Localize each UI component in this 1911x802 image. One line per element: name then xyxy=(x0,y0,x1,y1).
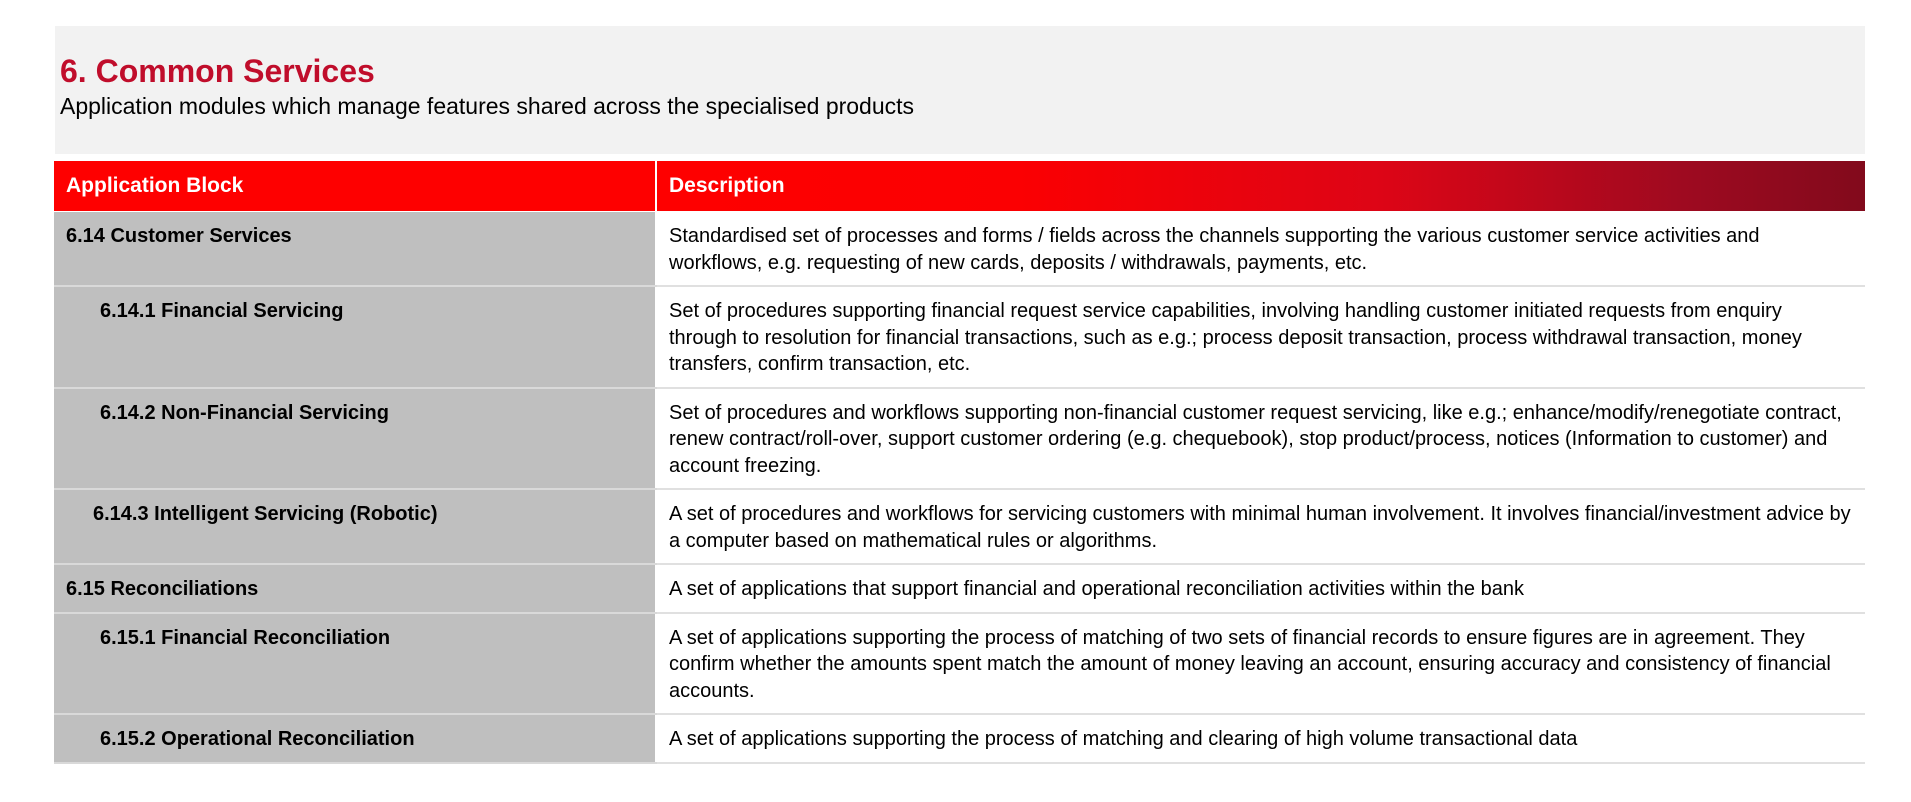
application-block-cell: 6.14.3 Intelligent Servicing (Robotic) xyxy=(54,489,657,565)
description-cell: Set of procedures supporting financial r… xyxy=(656,286,1865,389)
table-row: 6.15.2 Operational Reconciliation A set … xyxy=(54,714,1865,764)
table-row: 6.15 Reconciliations A set of applicatio… xyxy=(54,564,1865,614)
table-row: 6.14.1 Financial Servicing Set of proced… xyxy=(54,286,1865,389)
column-header-description: Description xyxy=(656,161,1865,212)
application-block-cell: 6.15.2 Operational Reconciliation xyxy=(54,714,657,764)
description-cell: Standardised set of processes and forms … xyxy=(656,211,1865,287)
section-header-band xyxy=(55,26,1865,154)
description-cell: A set of applications that support finan… xyxy=(656,564,1865,614)
description-cell: A set of applications supporting the pro… xyxy=(656,714,1865,764)
column-header-application-block: Application Block xyxy=(54,161,657,212)
application-block-cell: 6.15.1 Financial Reconciliation xyxy=(54,612,657,715)
description-cell: A set of applications supporting the pro… xyxy=(656,612,1865,715)
table-row: 6.14.2 Non-Financial Servicing Set of pr… xyxy=(54,387,1865,490)
description-cell: A set of procedures and workflows for se… xyxy=(656,489,1865,565)
table-header-row: Application Block Description xyxy=(54,161,1865,212)
application-blocks-table: Application Block Description 6.14 Custo… xyxy=(54,161,1865,764)
application-block-cell: 6.14 Customer Services xyxy=(54,211,657,287)
table-row: 6.14.3 Intelligent Servicing (Robotic) A… xyxy=(54,489,1865,565)
application-block-cell: 6.14.2 Non-Financial Servicing xyxy=(54,387,657,490)
application-block-cell: 6.14.1 Financial Servicing xyxy=(54,286,657,389)
section-title: 6. Common Services xyxy=(60,53,375,89)
section-subtitle: Application modules which manage feature… xyxy=(60,93,915,119)
description-cell: Set of procedures and workflows supporti… xyxy=(656,387,1865,490)
application-block-cell: 6.15 Reconciliations xyxy=(54,564,657,614)
table-row: 6.14 Customer Services Standardised set … xyxy=(54,211,1865,287)
table-row: 6.15.1 Financial Reconciliation A set of… xyxy=(54,612,1865,715)
